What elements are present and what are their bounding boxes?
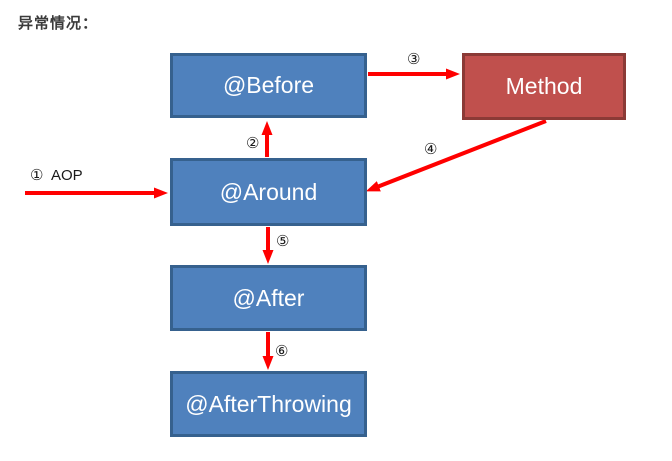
node-after: @After	[170, 265, 367, 331]
node-around-label: @Around	[219, 178, 318, 205]
node-after-label: @After	[232, 284, 305, 311]
edge-label-5: ⑤	[276, 233, 290, 250]
arrow-4-method-to-around	[365, 119, 547, 192]
edge-label-3: ③	[407, 51, 421, 68]
node-method-label: Method	[505, 73, 583, 99]
node-before-label: @Before	[222, 72, 315, 98]
edge-label-6: ⑥	[275, 343, 289, 360]
node-method: Method	[462, 53, 626, 120]
edge-label-4: ④	[424, 141, 438, 158]
page-title: 异常情况：	[18, 15, 99, 32]
node-afterthrowing: @AfterThrowing	[170, 371, 367, 437]
edge-label-1-aop: ① AOP	[30, 167, 83, 184]
node-around: @Around	[170, 158, 367, 226]
node-afterthrowing-label: @AfterThrowing	[185, 390, 352, 417]
edge-label-2: ②	[246, 135, 260, 152]
node-before: @Before	[170, 53, 367, 118]
